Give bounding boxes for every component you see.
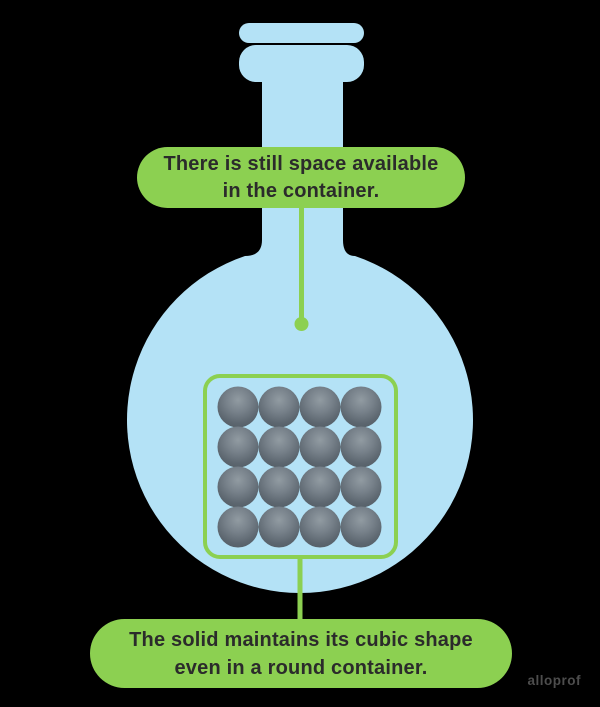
particle bbox=[340, 506, 382, 548]
particle bbox=[217, 386, 259, 428]
particle bbox=[340, 466, 382, 508]
particle bbox=[340, 386, 382, 428]
particle bbox=[258, 466, 300, 508]
particle bbox=[258, 426, 300, 468]
flask-rim-lower bbox=[239, 45, 364, 82]
alloprof-logo: alloprof bbox=[527, 673, 581, 688]
bottom-connector-line bbox=[297, 557, 303, 620]
particle bbox=[299, 466, 341, 508]
particle bbox=[258, 506, 300, 548]
callout-top-line1: There is still space available bbox=[163, 152, 439, 175]
callout-bottom-line2: even in a round container. bbox=[174, 656, 428, 679]
callout-bottom: The solid maintains its cubic shape even… bbox=[90, 619, 512, 688]
particle bbox=[299, 386, 341, 428]
particle bbox=[258, 386, 300, 428]
particle bbox=[340, 426, 382, 468]
particle-grid bbox=[217, 386, 382, 548]
particle bbox=[299, 506, 341, 548]
particle bbox=[217, 426, 259, 468]
top-connector-line bbox=[299, 205, 304, 319]
callout-top: There is still space available in the co… bbox=[137, 147, 465, 208]
flask-rim-top bbox=[239, 23, 364, 43]
particle bbox=[217, 466, 259, 508]
top-connector-dot bbox=[294, 317, 309, 331]
callout-bottom-line1: The solid maintains its cubic shape bbox=[129, 628, 473, 651]
particle bbox=[299, 426, 341, 468]
callout-top-line2: in the container. bbox=[222, 179, 380, 202]
particle bbox=[217, 506, 259, 548]
